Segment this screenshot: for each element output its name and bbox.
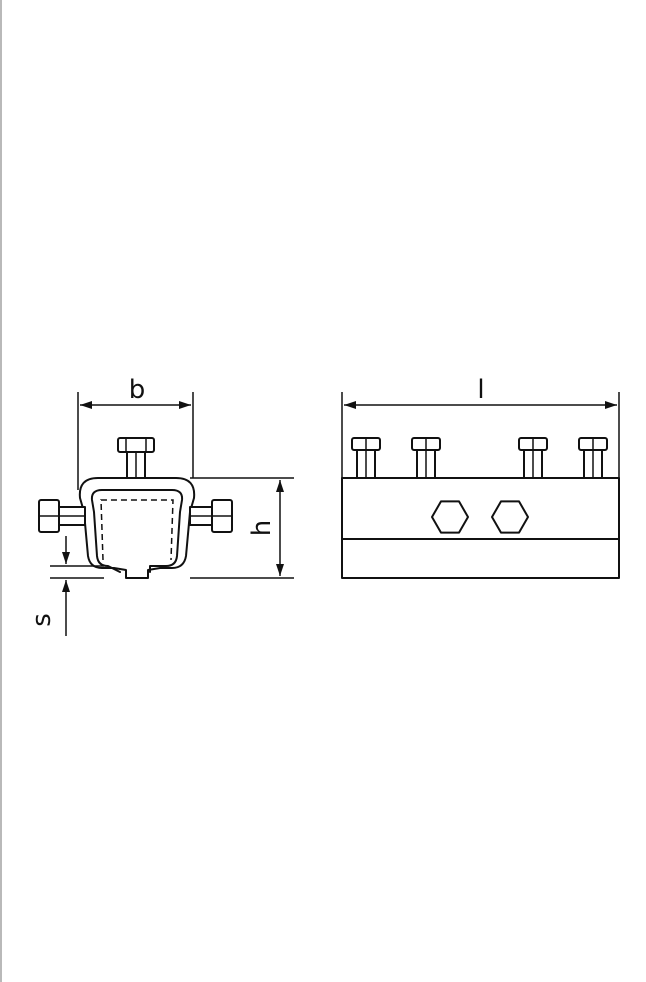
connector-body bbox=[341, 477, 620, 579]
dimension-s: s bbox=[27, 536, 104, 636]
top-bolt bbox=[117, 437, 155, 479]
hex-nut-1 bbox=[431, 500, 469, 534]
left-bolt bbox=[38, 499, 86, 533]
channel-profile-outer bbox=[78, 477, 196, 579]
top-bolt-2 bbox=[411, 437, 441, 479]
dimension-b: b bbox=[77, 375, 194, 490]
hex-nut-2 bbox=[491, 500, 529, 534]
dimension-l: l bbox=[341, 375, 620, 478]
right-bolt bbox=[189, 499, 233, 533]
label-h: h bbox=[247, 520, 277, 536]
dimension-h: h bbox=[190, 477, 294, 579]
label-b: b bbox=[129, 375, 146, 405]
side-view: l bbox=[341, 375, 620, 579]
front-view: b h s bbox=[27, 375, 294, 636]
page-edge bbox=[0, 0, 2, 982]
channel-profile-inner bbox=[90, 489, 184, 573]
label-s: s bbox=[27, 613, 57, 627]
top-bolt-1 bbox=[351, 437, 381, 479]
hidden-lines bbox=[100, 499, 174, 561]
top-bolt-3 bbox=[518, 437, 548, 479]
label-l: l bbox=[477, 375, 484, 405]
top-bolt-4 bbox=[578, 437, 608, 479]
